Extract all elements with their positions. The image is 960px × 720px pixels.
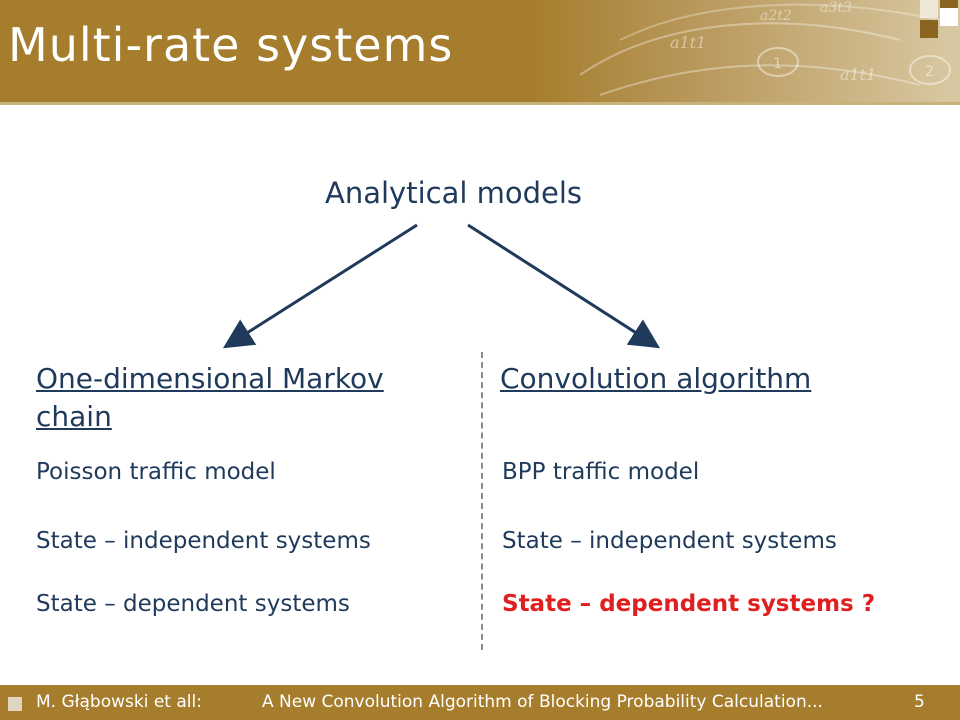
corner-square xyxy=(940,8,958,26)
header-art-label: a1t1 xyxy=(840,65,876,84)
corner-square xyxy=(920,20,938,38)
markov-diagram-decoration: a2t2 a3t3 a1t1 a1t1 1 2 xyxy=(579,0,951,96)
column-divider xyxy=(481,352,483,650)
left-item-poisson: Poisson traffic model xyxy=(36,459,276,485)
right-item-bpp: BPP traffic model xyxy=(502,459,700,485)
arrow-left xyxy=(222,223,418,349)
page-number: 5 xyxy=(914,692,925,712)
left-item-dependent: State – dependent systems xyxy=(36,591,350,617)
header-art-label: a3t3 xyxy=(820,0,852,16)
footer-square-icon xyxy=(8,697,22,711)
header-art-label: a1t1 xyxy=(670,33,706,52)
convolution-heading: Convolution algorithm xyxy=(500,362,812,395)
arrow-right xyxy=(467,223,661,349)
header-art-label: 1 xyxy=(773,56,782,72)
corner-square xyxy=(920,0,938,18)
right-item-independent: State – independent systems xyxy=(502,528,837,554)
header-art-label: 2 xyxy=(925,64,934,80)
slide-footer: M. Głąbowski et all: A New Convolution A… xyxy=(0,685,960,720)
header-art-label: a2t2 xyxy=(760,8,792,24)
left-item-independent: State – independent systems xyxy=(36,528,371,554)
header-divider xyxy=(0,102,960,105)
slide-title: Multi-rate systems xyxy=(8,18,454,72)
footer-paper-title: A New Convolution Algorithm of Blocking … xyxy=(262,692,823,712)
slide-header: a2t2 a3t3 a1t1 a1t1 1 2 Multi-rate syste… xyxy=(0,0,960,102)
right-item-dependent-question: State – dependent systems ? xyxy=(502,591,876,617)
footer-authors: M. Głąbowski et all: xyxy=(36,692,202,712)
root-node-label: Analytical models xyxy=(325,176,583,210)
markov-chain-heading: One-dimensional Markov chain xyxy=(36,362,384,433)
